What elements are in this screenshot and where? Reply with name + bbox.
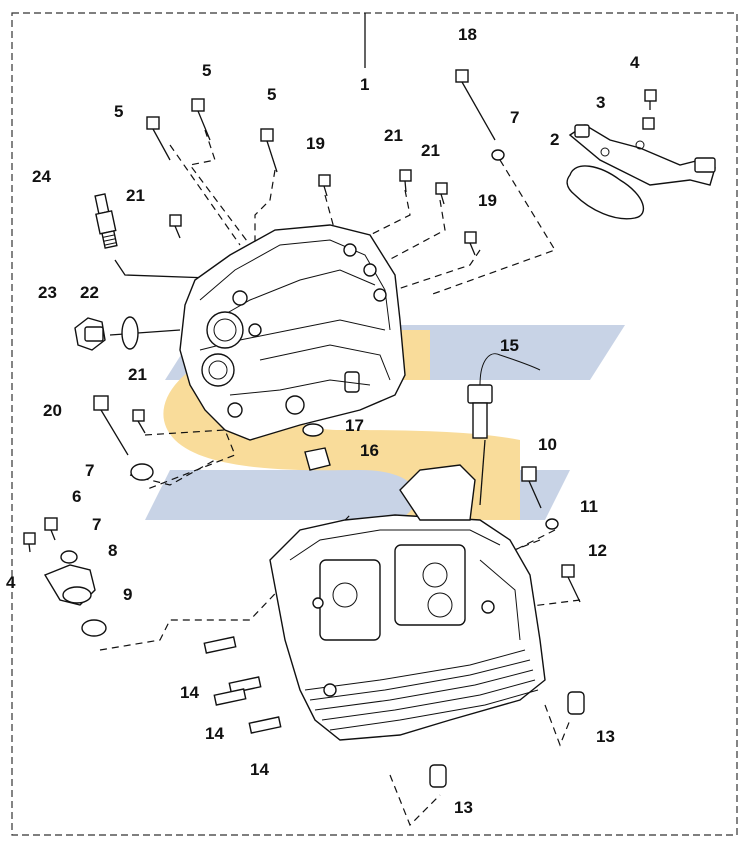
callout-11: 11 [580,497,598,516]
callout-2: 2 [550,130,559,149]
callout-labels: 1 2 3 4 4 5 5 5 6 7 7 7 8 9 10 11 12 13 … [6,25,640,817]
callout-20: 20 [43,401,62,420]
callout-21-a: 21 [126,186,145,205]
callout-24: 24 [32,167,51,186]
callout-14-b: 14 [205,724,224,743]
callout-8: 8 [108,541,117,560]
callout-14-a: 14 [180,683,199,702]
callout-7-mid: 7 [85,461,94,480]
callout-13-right: 13 [596,727,615,746]
callout-3: 3 [596,93,605,112]
callout-10: 10 [538,435,557,454]
callout-6: 6 [72,487,81,506]
cylinder-head-cover [179,224,406,441]
callout-4-top: 4 [630,53,640,72]
callout-22: 22 [80,283,99,302]
callout-13-bottom: 13 [454,798,473,817]
cylinder-block [269,464,546,741]
callout-15: 15 [500,336,519,355]
callout-5-a: 5 [114,102,123,121]
callout-7-top: 7 [510,108,519,127]
callout-17: 17 [345,416,364,435]
callout-21-b: 21 [384,126,403,145]
callout-21-c: 21 [421,141,440,160]
diagram-border [11,12,738,836]
callout-16: 16 [360,441,379,460]
callout-18: 18 [458,25,477,44]
callout-21-d: 21 [128,365,147,384]
callout-23: 23 [38,283,57,302]
parts [23,69,716,788]
callout-12: 12 [588,541,607,560]
callout-5-b: 5 [202,61,211,80]
callout-19-a: 19 [306,134,325,153]
callout-5-c: 5 [267,85,276,104]
callout-9: 9 [123,585,132,604]
callout-4-left: 4 [6,573,16,592]
callout-1: 1 [360,75,369,94]
callout-14-c: 14 [250,760,269,779]
callout-19-b: 19 [478,191,497,210]
callout-7-low: 7 [92,515,101,534]
